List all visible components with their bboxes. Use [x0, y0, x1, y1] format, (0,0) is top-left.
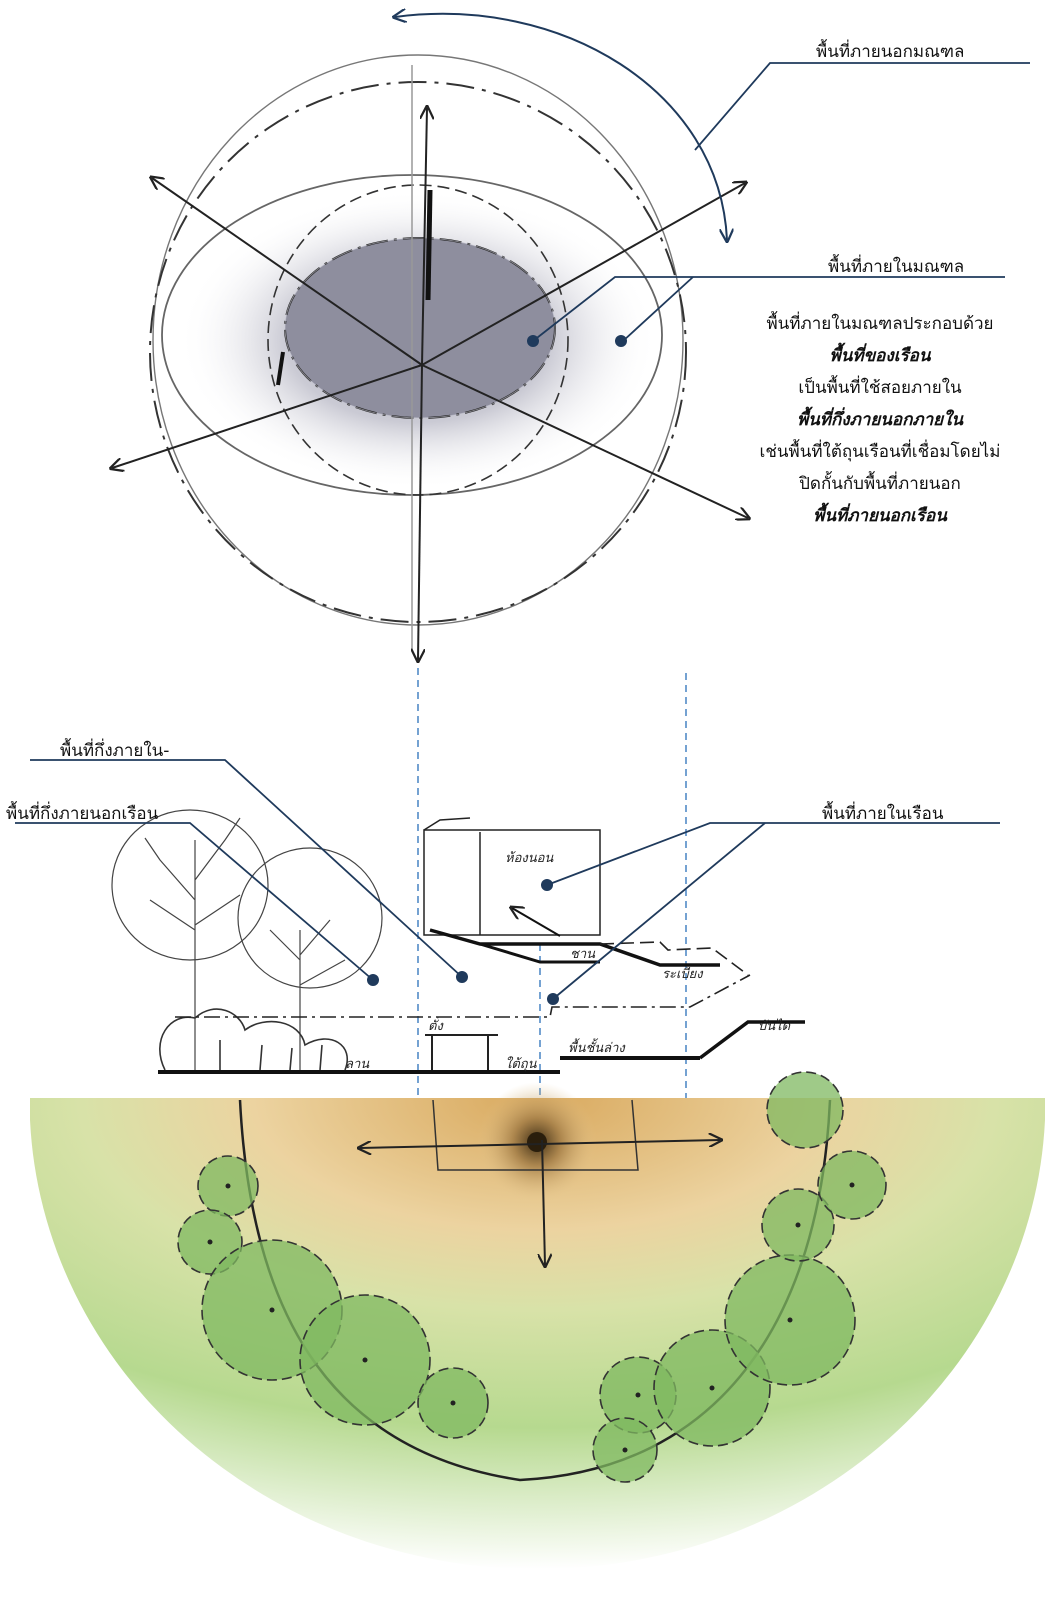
leader-lines-middle — [15, 759, 1000, 1000]
marker-dot — [527, 335, 539, 347]
desc-line: พื้นที่ภายในมณฑลประกอบด้วย — [766, 314, 994, 334]
desc-line-bold: พื้นที่ของเรือน — [829, 346, 931, 366]
marker-dot — [541, 879, 553, 891]
mandala-sketch — [112, 14, 748, 660]
marker-dot — [367, 974, 379, 986]
desc-line: ปิดกั้นกับพื้นที่ภายนอก — [799, 474, 961, 494]
note-bench: ตั่ง — [428, 1016, 444, 1034]
desc-line-bold: พื้นที่กึ่งภายนอกภายใน — [796, 410, 964, 430]
marker-dot — [615, 335, 627, 347]
desc-line: เช่นพื้นที่ใต้ถุนเรือนที่เชื่อมโดยไม่ — [759, 442, 1001, 462]
note-underfloor: ใต้ถุน — [505, 1056, 538, 1072]
note-veranda: ระเบียง — [662, 966, 704, 982]
note-bedroom: ห้องนอน — [505, 851, 554, 866]
label-inside-house: พื้นที่ภายในเรือน — [822, 804, 944, 824]
label-semi-outer-house: พื้นที่กึ่งภายนอกเรือน — [6, 804, 159, 824]
note-courtyard: ลาน — [345, 1057, 370, 1072]
site-plan — [30, 1071, 1045, 1570]
leader-lines-top — [532, 62, 1030, 342]
house-section-sketch: ห้องนอน ชาน ระเบียง บันได พื้นชั้นล่าง ล… — [111, 668, 805, 1208]
note-ground-floor: พื้นชั้นล่าง — [568, 1038, 626, 1056]
marker-dot — [456, 971, 468, 983]
note-porch: ชาน — [570, 947, 596, 962]
inner-mandala-description: พื้นที่ภายในมณฑลประกอบด้วย พื้นที่ของเรื… — [720, 308, 1040, 532]
desc-line: เป็นพื้นที่ใช้สอยภายใน — [798, 378, 962, 398]
label-semi-inner: พื้นที่กึ่งภายใน- — [60, 741, 170, 761]
note-stairs: บันได — [758, 1018, 791, 1034]
desc-line-bold: พื้นที่ภายนอกเรือน — [813, 506, 947, 526]
label-outer-mandala: พื้นที่ภายนอกมณฑล — [816, 42, 965, 62]
label-inner-mandala: พื้นที่ภายในมณฑล — [828, 257, 965, 277]
marker-dot — [547, 993, 559, 1005]
